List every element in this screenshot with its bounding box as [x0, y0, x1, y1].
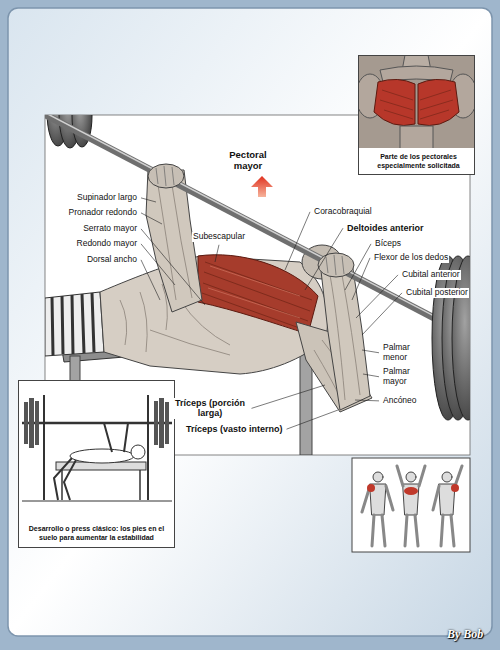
leader-line: [305, 228, 343, 290]
rack-upright: [43, 395, 45, 500]
muscle-label: Deltoides anterior: [346, 223, 425, 233]
caption-block: Desarrollo o press clásico: los pies en …: [24, 525, 169, 542]
muscle-label: Cubital anterior: [401, 270, 461, 280]
muscle-label: Ancóneo: [382, 396, 418, 406]
muscle-highlight: [208, 266, 300, 318]
frame-panel: [8, 8, 492, 636]
weight-plate: [24, 402, 28, 444]
watermark: By Bob: [446, 628, 484, 642]
weight-plate: [35, 401, 39, 445]
leader-line: [356, 275, 398, 318]
muscle-label: Flexor de los dedos: [373, 253, 449, 263]
bench-press-sketch: [22, 395, 172, 501]
weight-plate: [154, 401, 158, 445]
rack-upright: [147, 395, 149, 500]
pectoral-muscle: [374, 79, 415, 125]
figure-head: [406, 472, 416, 482]
barbell: [22, 422, 172, 425]
bench-leg: [139, 470, 141, 500]
abdomen: [400, 126, 433, 150]
muscle-label: Tríceps (porción larga): [172, 398, 249, 419]
muscle-label: Serrato mayor: [82, 224, 138, 234]
leader-line: [141, 244, 175, 285]
figure-body: [403, 484, 419, 515]
inset-caption: Desarrollo o press clásico: los pies en …: [24, 525, 169, 542]
leader-line: [352, 258, 370, 300]
muscle-label: Palmar menor: [382, 343, 420, 363]
muscle-label: Tríceps (vasto interno): [185, 424, 284, 434]
barbell-highlight: [45, 115, 470, 340]
muscle-label: Palmar mayor: [382, 367, 420, 387]
muscle-label: Bíceps: [374, 239, 402, 249]
muscle-highlight: [404, 487, 418, 495]
weight-plate: [159, 398, 164, 448]
muscle-highlight: [451, 484, 459, 492]
leader-line: [362, 293, 402, 335]
direction-arrow: [251, 176, 273, 197]
figure-head: [442, 472, 452, 482]
leader-line: [141, 198, 156, 202]
inset-ground: [18, 380, 175, 548]
fingers: [156, 166, 174, 186]
barbell: [45, 115, 470, 342]
figure-head: [373, 472, 383, 482]
inset-panel: [352, 458, 470, 552]
figure-limbs: [433, 466, 462, 546]
weight-plate: [165, 402, 169, 444]
caption-block: Parte de los pectorales especialmente so…: [367, 153, 470, 170]
muscle-label: Redondo mayor: [76, 239, 138, 249]
bench-leg: [61, 470, 63, 500]
leader-line: [362, 350, 379, 353]
muscle-label: Cubital posterior: [405, 288, 469, 298]
leader-line: [252, 385, 326, 408]
muscle-fibers: [380, 90, 453, 119]
muscle-highlight: [367, 484, 375, 492]
inset-panel: Parte de los pectorales especialmente so…: [358, 55, 475, 175]
anatomy-figures: [362, 466, 462, 546]
chest-ground: [358, 55, 475, 150]
caption-ground: [358, 148, 475, 175]
muscle-label: Subescapular: [192, 232, 246, 242]
leader-line: [287, 410, 338, 429]
leader-line: [345, 244, 371, 290]
hand: [318, 253, 354, 277]
muscle-label: Pectoral mayor: [222, 150, 274, 172]
legs: [54, 458, 76, 500]
muscle-fibers: [202, 262, 312, 330]
inset-caption: Parte de los pectorales especialmente so…: [367, 153, 470, 170]
pectoral-muscle: [198, 255, 318, 334]
floor: [22, 501, 172, 502]
arm-contours: [158, 185, 192, 300]
weight-plate: [29, 398, 34, 448]
shorts-stripes: [52, 293, 94, 355]
muscle-label: Pronador redondo: [67, 208, 138, 218]
weight-plate: [452, 256, 470, 420]
leader-line: [141, 260, 160, 300]
leader-line: [285, 212, 310, 270]
figure-limbs: [397, 466, 425, 546]
fingers: [326, 255, 344, 275]
muscle-label: Dorsal ancho: [86, 255, 138, 265]
shorts: [45, 292, 104, 356]
head: [131, 445, 145, 459]
inset-panel: Desarrollo o press clásico: los pies en …: [18, 380, 175, 548]
forearm-contours: [330, 275, 360, 400]
leader-line: [215, 245, 219, 262]
muscle-label: Supinador largo: [76, 193, 138, 203]
leader-line: [363, 374, 379, 377]
muscle-label: Coracobraquial: [313, 207, 373, 217]
leader-line: [355, 400, 379, 402]
arms: [104, 423, 128, 452]
leader-line: [141, 213, 162, 224]
pectoral-muscle: [418, 79, 459, 125]
figure-limbs: [362, 486, 393, 546]
chest-inset: [358, 55, 475, 175]
hand: [148, 164, 184, 188]
